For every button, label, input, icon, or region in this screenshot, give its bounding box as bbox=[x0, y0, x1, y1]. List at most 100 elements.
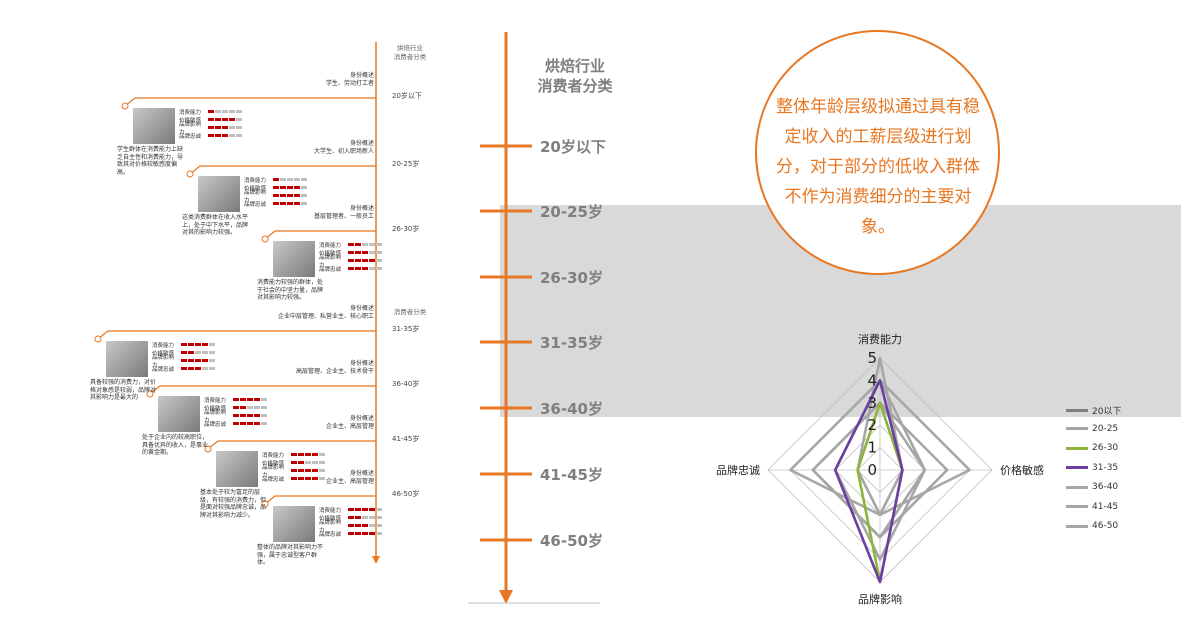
rating-segment bbox=[247, 398, 253, 401]
rating-segment bbox=[273, 186, 279, 189]
identity-title: 身份概述 bbox=[349, 470, 374, 477]
rating-segment bbox=[254, 406, 260, 409]
rating-segments bbox=[348, 250, 383, 256]
timeline-label: 31-35岁 bbox=[540, 334, 603, 352]
rating-row: 品牌忠诚 bbox=[204, 420, 268, 428]
rating-segment bbox=[294, 178, 300, 181]
rating-row: 品牌影响力 bbox=[319, 520, 383, 534]
rating-segment bbox=[233, 398, 239, 401]
rating-segment bbox=[362, 532, 368, 535]
rating-label: 品牌影响力 bbox=[152, 355, 175, 369]
panel-node bbox=[204, 445, 212, 453]
rating-segment bbox=[301, 178, 307, 181]
rating-segment bbox=[215, 126, 221, 129]
rating-segments bbox=[273, 201, 308, 207]
panel-age-label: 26-30岁 bbox=[392, 225, 420, 233]
rating-label: 品牌忠诚 bbox=[262, 477, 285, 483]
legend-swatch bbox=[1066, 427, 1088, 430]
rating-segment bbox=[240, 414, 246, 417]
identity-text: 企业主、高层管理 bbox=[325, 423, 374, 430]
rating-segment bbox=[236, 118, 242, 121]
radar-tick-label: 2 bbox=[867, 416, 877, 434]
persona-photo bbox=[106, 341, 148, 377]
rating-segment bbox=[294, 202, 300, 205]
timeline-title: 烘焙行业 消费者分类 bbox=[515, 56, 635, 96]
persona-description: 整体的品牌对其影响力不强，属于忠诚型客户群体。 bbox=[257, 544, 324, 566]
radar-axis-label: 品牌影响 bbox=[858, 593, 902, 606]
rating-segment bbox=[312, 477, 318, 480]
panel-node bbox=[261, 500, 269, 508]
legend-label: 31-35 bbox=[1092, 462, 1119, 473]
rating-segments bbox=[273, 185, 308, 191]
legend-label: 20-25 bbox=[1092, 423, 1119, 434]
legend-item: 20-25 bbox=[1066, 424, 1118, 434]
rating-segment bbox=[298, 469, 304, 472]
rating-segments bbox=[273, 193, 308, 199]
rating-segment bbox=[294, 194, 300, 197]
rating-label: 品牌忠诚 bbox=[179, 134, 202, 140]
rating-row: 品牌影响力 bbox=[204, 410, 268, 424]
timeline-label: 20-25岁 bbox=[540, 203, 603, 221]
rating-segments bbox=[208, 133, 243, 139]
rating-label: 消费能力 bbox=[204, 398, 227, 404]
persona-photo bbox=[158, 396, 200, 432]
rating-segment bbox=[355, 508, 361, 511]
rating-segments bbox=[181, 366, 216, 372]
rating-segment bbox=[195, 343, 201, 346]
rating-row: 价格敏感 bbox=[244, 184, 308, 192]
rating-segment bbox=[208, 110, 214, 113]
rating-segment bbox=[181, 343, 187, 346]
rating-row: 消费能力 bbox=[204, 396, 268, 404]
rating-segments bbox=[291, 452, 326, 458]
rating-bars: 消费能力价格敏感品牌影响力品牌忠诚 bbox=[152, 341, 216, 373]
rating-segments bbox=[273, 177, 308, 183]
rating-segment bbox=[229, 110, 235, 113]
rating-segment bbox=[369, 251, 375, 254]
legend-label: 20以下 bbox=[1092, 407, 1122, 417]
rating-segment bbox=[240, 422, 246, 425]
rating-segment bbox=[305, 477, 311, 480]
rating-segment bbox=[301, 202, 307, 205]
rating-row: 品牌影响力 bbox=[262, 465, 326, 479]
panel-lines bbox=[94, 42, 380, 564]
rating-segment bbox=[287, 178, 293, 181]
panel-node bbox=[186, 170, 194, 178]
legend-item: 41-45 bbox=[1066, 502, 1118, 512]
main-timeline bbox=[468, 32, 600, 604]
rating-segment bbox=[233, 422, 239, 425]
panel-node bbox=[261, 235, 269, 243]
rating-segment bbox=[209, 351, 215, 354]
rating-segment bbox=[298, 453, 304, 456]
legend-label: 46-50 bbox=[1092, 521, 1119, 531]
rating-segment bbox=[280, 186, 286, 189]
rating-segment bbox=[215, 110, 221, 113]
rating-segments bbox=[348, 507, 383, 513]
rating-label: 品牌影响力 bbox=[204, 410, 227, 424]
panel-connector bbox=[97, 330, 376, 340]
rating-segment bbox=[280, 194, 286, 197]
rating-row: 消费能力 bbox=[244, 176, 308, 184]
rating-segment bbox=[202, 351, 208, 354]
rating-segment bbox=[376, 524, 382, 527]
rating-segments bbox=[208, 109, 243, 115]
rating-segment bbox=[362, 267, 368, 270]
persona-description: 消费能力较强的群体，处于社会的中坚力量，品牌对其影响力较强。 bbox=[257, 279, 324, 301]
rating-row: 品牌影响力 bbox=[179, 122, 243, 136]
rating-segment bbox=[369, 532, 375, 535]
rating-row: 消费能力 bbox=[152, 341, 216, 349]
legend-item: 31-35 bbox=[1066, 463, 1118, 473]
rating-segment bbox=[247, 406, 253, 409]
rating-segment bbox=[222, 126, 228, 129]
rating-segment bbox=[188, 351, 194, 354]
legend-swatch bbox=[1066, 466, 1088, 469]
rating-segment bbox=[376, 508, 382, 511]
identity-text: 企业主、高层管理 bbox=[325, 478, 374, 485]
radar-axis-label: 品牌忠诚 bbox=[716, 464, 760, 477]
rating-segment bbox=[376, 516, 382, 519]
rating-segment bbox=[355, 524, 361, 527]
rating-row: 消费能力 bbox=[262, 451, 326, 459]
rating-segment bbox=[222, 118, 228, 121]
rating-segment bbox=[355, 251, 361, 254]
rating-segment bbox=[312, 453, 318, 456]
